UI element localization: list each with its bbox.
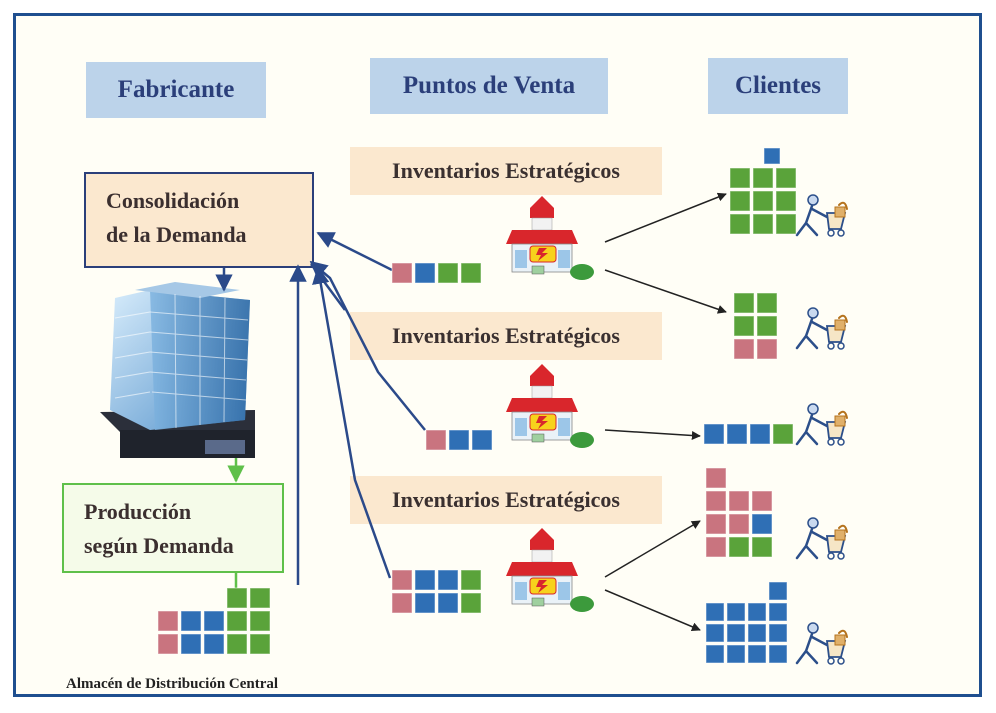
office-building-icon [100,282,255,458]
stock-block [756,315,778,337]
stock-block [763,147,781,165]
stock-block [203,610,225,632]
stock-block [749,423,771,445]
stock-block [249,587,271,609]
stock-block [729,213,751,235]
stock-block [768,644,788,664]
stock-block [414,592,436,614]
stock-block [756,292,778,314]
stock-block [471,429,493,451]
shopper-with-cart-icon [795,193,849,238]
stock-block [751,536,773,558]
stock-block [414,569,436,591]
stock-block [705,644,725,664]
store-icon [505,195,595,281]
inventory-label-3: Inventarios Estratégicos [350,476,662,524]
header-clientes: Clientes [708,58,848,114]
shopper-with-cart-icon [795,516,849,561]
stock-block [726,644,746,664]
produccion-line1: Producción [84,499,192,524]
header-fabricante: Fabricante [86,62,266,118]
stock-block [726,423,748,445]
stock-block [391,569,413,591]
stock-block [203,633,225,655]
stock-block [756,338,778,360]
arrows-stores-to-clientes [604,192,727,632]
shopper-with-cart-icon [795,621,849,666]
stock-block [733,292,755,314]
stock-block [437,569,459,591]
stock-block [249,633,271,655]
stock-block [705,602,725,622]
stock-block [705,536,727,558]
store-icon [505,363,595,449]
stock-block [747,623,767,643]
consolidacion-line2: de la Demanda [106,222,247,247]
stock-block [751,490,773,512]
stock-block [768,581,788,601]
inventory-label-1: Inventarios Estratégicos [350,147,662,195]
stock-block [425,429,447,451]
stock-block [249,610,271,632]
stock-block [768,602,788,622]
header-puntos-de-venta: Puntos de Venta [370,58,608,114]
stock-block [733,338,755,360]
stock-block [157,633,179,655]
stock-block [460,569,482,591]
stock-block [705,490,727,512]
stock-block [729,190,751,212]
stock-block [705,467,727,489]
stock-block [733,315,755,337]
stock-block [705,623,725,643]
inventory-blocks [157,147,797,664]
warehouse-label: Almacén de Distribución Central [66,676,279,692]
stock-block [448,429,470,451]
stock-block [226,633,248,655]
produccion-demanda-box: Producción según Demanda [62,483,284,573]
consolidacion-demanda-box: Consolidación de la Demanda [84,172,314,268]
stock-block [391,592,413,614]
arrows-stores-to-consolidacion [309,231,426,579]
inventory-label-2: Inventarios Estratégicos [350,312,662,360]
stock-block [747,644,767,664]
stock-block [157,610,179,632]
stock-block [775,167,797,189]
stock-block [226,587,248,609]
stock-block [747,602,767,622]
stock-block [768,623,788,643]
stock-block [772,423,794,445]
store-icon [505,527,595,613]
stock-block [728,536,750,558]
stock-block [180,610,202,632]
stock-block [728,490,750,512]
stock-block [414,262,436,284]
stock-block [726,623,746,643]
stock-block [775,190,797,212]
stock-block [752,213,774,235]
stock-block [437,262,459,284]
stock-block [391,262,413,284]
stock-block [752,190,774,212]
consolidacion-line1: Consolidación [106,188,240,213]
stock-block [437,592,459,614]
stock-block [180,633,202,655]
stock-block [729,167,751,189]
stock-block [460,592,482,614]
shopper-with-cart-icon [795,402,849,447]
stock-block [775,213,797,235]
stock-block [751,513,773,535]
stock-block [705,513,727,535]
stock-block [728,513,750,535]
produccion-line2: según Demanda [84,533,234,558]
stock-block [703,423,725,445]
shopper-with-cart-icon [795,306,849,351]
stock-block [460,262,482,284]
stock-block [726,602,746,622]
stock-block [752,167,774,189]
stock-block [226,610,248,632]
